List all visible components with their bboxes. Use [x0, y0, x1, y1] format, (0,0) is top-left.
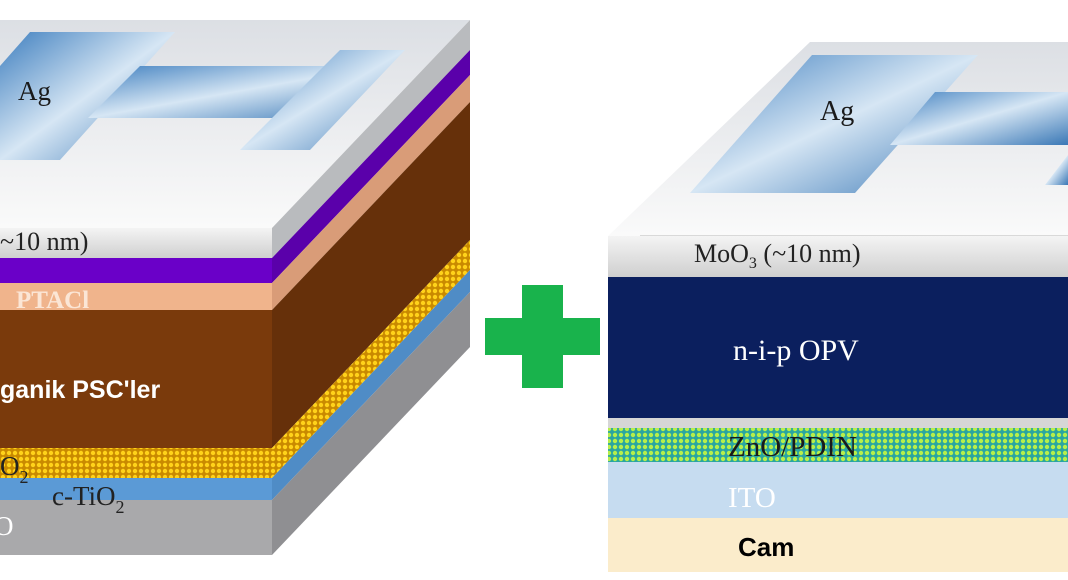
moo3-front [0, 228, 272, 258]
active-layer [608, 277, 1068, 418]
interlayer-gap [608, 418, 1068, 428]
side-moo3 [272, 20, 470, 258]
side-fto [272, 292, 470, 555]
glass-label: Cam [738, 532, 794, 562]
ptacl-layer [0, 283, 272, 310]
mesoporous-label-sub: 2 [20, 467, 29, 487]
fto-label: O [0, 511, 14, 541]
ito-layer [608, 462, 1068, 518]
side-perovskite [272, 102, 470, 448]
side-mesoporous [272, 240, 470, 478]
compact-label-main: c-TiO [52, 481, 116, 511]
plus-horizontal-bar [485, 318, 600, 355]
mesoporous-label: O2 [0, 451, 29, 487]
side-ptacl [272, 75, 470, 310]
fto-layer [0, 500, 272, 555]
perovskite-label: ganik PSC'ler [0, 376, 160, 404]
mesoporous-tio2-layer [0, 448, 272, 478]
ptacl-label: PTACl [16, 287, 89, 314]
ito-label: ITO [728, 482, 776, 514]
ag-electrode-bar [890, 92, 1068, 145]
right-opv-cell: Ag MoO3 (~10 nm) n-i-p OPV ZnO/PDIN ITO … [608, 42, 1068, 572]
side-compact [272, 270, 470, 500]
ag-electrode-pad-left [0, 32, 175, 160]
left-moo3-label: ~10 nm) [0, 227, 88, 256]
plus-icon [485, 285, 600, 388]
side-purple [272, 50, 470, 283]
compact-label-sub: 2 [116, 497, 125, 517]
compact-tio2-layer [0, 478, 272, 500]
perovskite-layer [0, 310, 272, 448]
moo3-layer [608, 236, 1068, 277]
glass-substrate [608, 518, 1068, 572]
moo3-main: MoO [694, 239, 749, 268]
compact-tio2-label: c-TiO2 [52, 481, 125, 517]
zno-pdin-layer [608, 428, 1068, 462]
ag-electrode-pad-right [240, 50, 405, 150]
purple-layer [0, 258, 272, 283]
right-ag-label: Ag [820, 96, 854, 127]
zno-pdin-label: ZnO/PDIN [728, 431, 857, 463]
right-moo3-label: MoO3 (~10 nm) [694, 239, 861, 272]
moo3-sub: 3 [749, 255, 757, 272]
left-perovskite-cell: Ag ~10 nm) PTACl ganik PSC'ler O2 c-TiO2… [0, 20, 470, 555]
ag-electrode-pad-right [1045, 155, 1068, 185]
ag-electrode-pad [690, 55, 978, 193]
left-ag-label: Ag [18, 76, 51, 106]
mesoporous-label-main: O [0, 451, 20, 481]
active-layer-label: n-i-p OPV [733, 334, 859, 367]
moo3-suffix: (~10 nm) [757, 239, 861, 268]
